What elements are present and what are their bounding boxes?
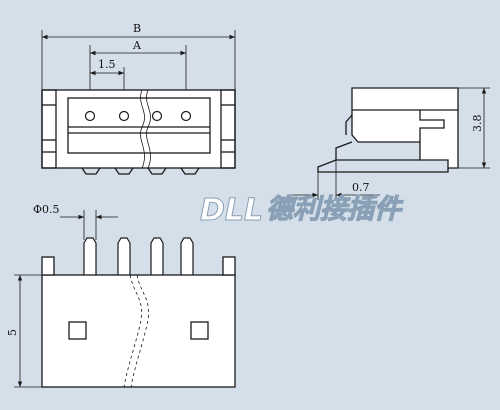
dimension-pin-diameter-label: Φ0.5 bbox=[33, 203, 60, 216]
side-view: 3.8 0.7 bbox=[290, 87, 490, 200]
dimension-pitch-label: 1.5 bbox=[98, 58, 116, 71]
front-view-housing bbox=[41, 274, 236, 388]
top-view: B A 1.5 bbox=[41, 22, 236, 175]
locking-window bbox=[68, 321, 87, 340]
dimension-a-label: A bbox=[132, 39, 142, 52]
side-view-housing bbox=[351, 87, 459, 169]
dimension-length-label: 5 bbox=[6, 329, 19, 336]
latch bbox=[222, 256, 236, 276]
pin bbox=[83, 237, 97, 275]
pin bbox=[117, 237, 131, 275]
pin-hole bbox=[180, 110, 192, 122]
pin bbox=[150, 237, 164, 275]
pin-hole bbox=[151, 110, 163, 122]
dimension-b-label: B bbox=[133, 22, 141, 35]
pin bbox=[180, 237, 194, 275]
watermark: DLL 德利接插件 bbox=[200, 193, 405, 229]
dimension-offset-label: 0.7 bbox=[352, 181, 370, 194]
watermark-brand: DLL bbox=[200, 193, 263, 228]
watermark-company: 德利接插件 bbox=[266, 194, 404, 225]
latch bbox=[41, 256, 55, 276]
pin-hole bbox=[84, 110, 96, 122]
pin-hole bbox=[118, 110, 130, 122]
locking-window bbox=[190, 321, 209, 340]
dimension-height-label: 3.8 bbox=[471, 115, 484, 133]
front-view: Φ0.5 5 bbox=[6, 203, 236, 388]
top-view-housing bbox=[41, 89, 236, 169]
